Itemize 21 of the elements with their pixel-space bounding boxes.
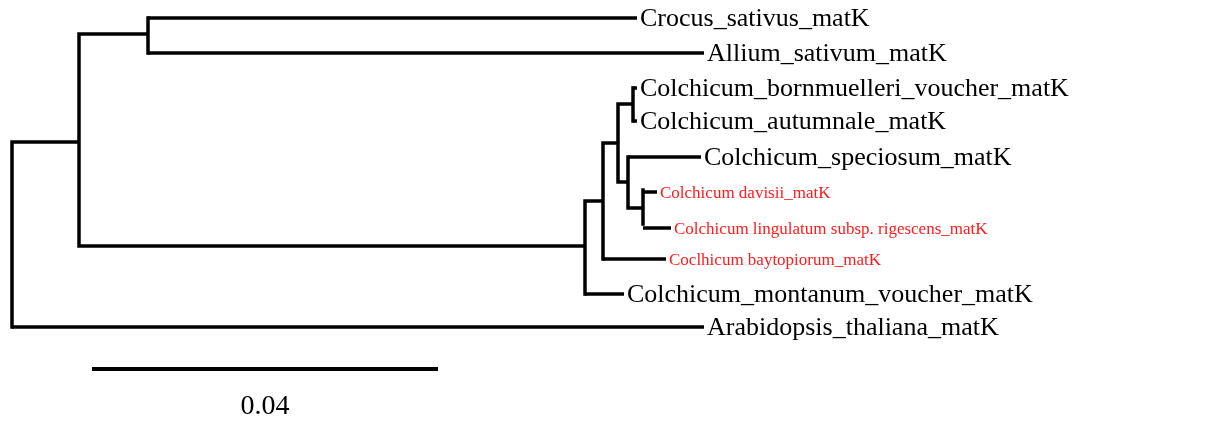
branch-line xyxy=(643,226,671,230)
taxon-label: Colchicum_bornmuelleri_voucher_matK xyxy=(640,75,1069,101)
branch-line xyxy=(585,292,624,296)
branch-line xyxy=(633,119,637,123)
taxon-label: Colchicum lingulatum subsp. rigescens_matK xyxy=(674,219,988,237)
branch-line xyxy=(643,190,657,194)
taxon-label: Allium_sativum_matK xyxy=(707,40,947,66)
branch-line xyxy=(148,51,704,55)
taxon-label: Colchicum_montanum_voucher_matK xyxy=(627,281,1033,307)
branch-line xyxy=(148,16,637,20)
scale-value: 0.04 xyxy=(240,391,290,419)
branch-line xyxy=(12,325,704,329)
taxon-label: Coclhicum baytopiorum_matK xyxy=(669,250,881,268)
branch-line xyxy=(628,155,701,159)
taxon-label: Colchicum_autumnale_matK xyxy=(640,108,947,134)
taxon-label: Colchicum_speciosum_matK xyxy=(704,144,1012,170)
taxon-label: Colchicum davisii_matK xyxy=(660,183,831,201)
taxon-label: Crocus_sativus_matK xyxy=(640,5,870,31)
branch-line xyxy=(633,86,637,90)
branch-line xyxy=(603,257,666,261)
taxon-label: Arabidopsis_thaliana_matK xyxy=(707,314,999,340)
